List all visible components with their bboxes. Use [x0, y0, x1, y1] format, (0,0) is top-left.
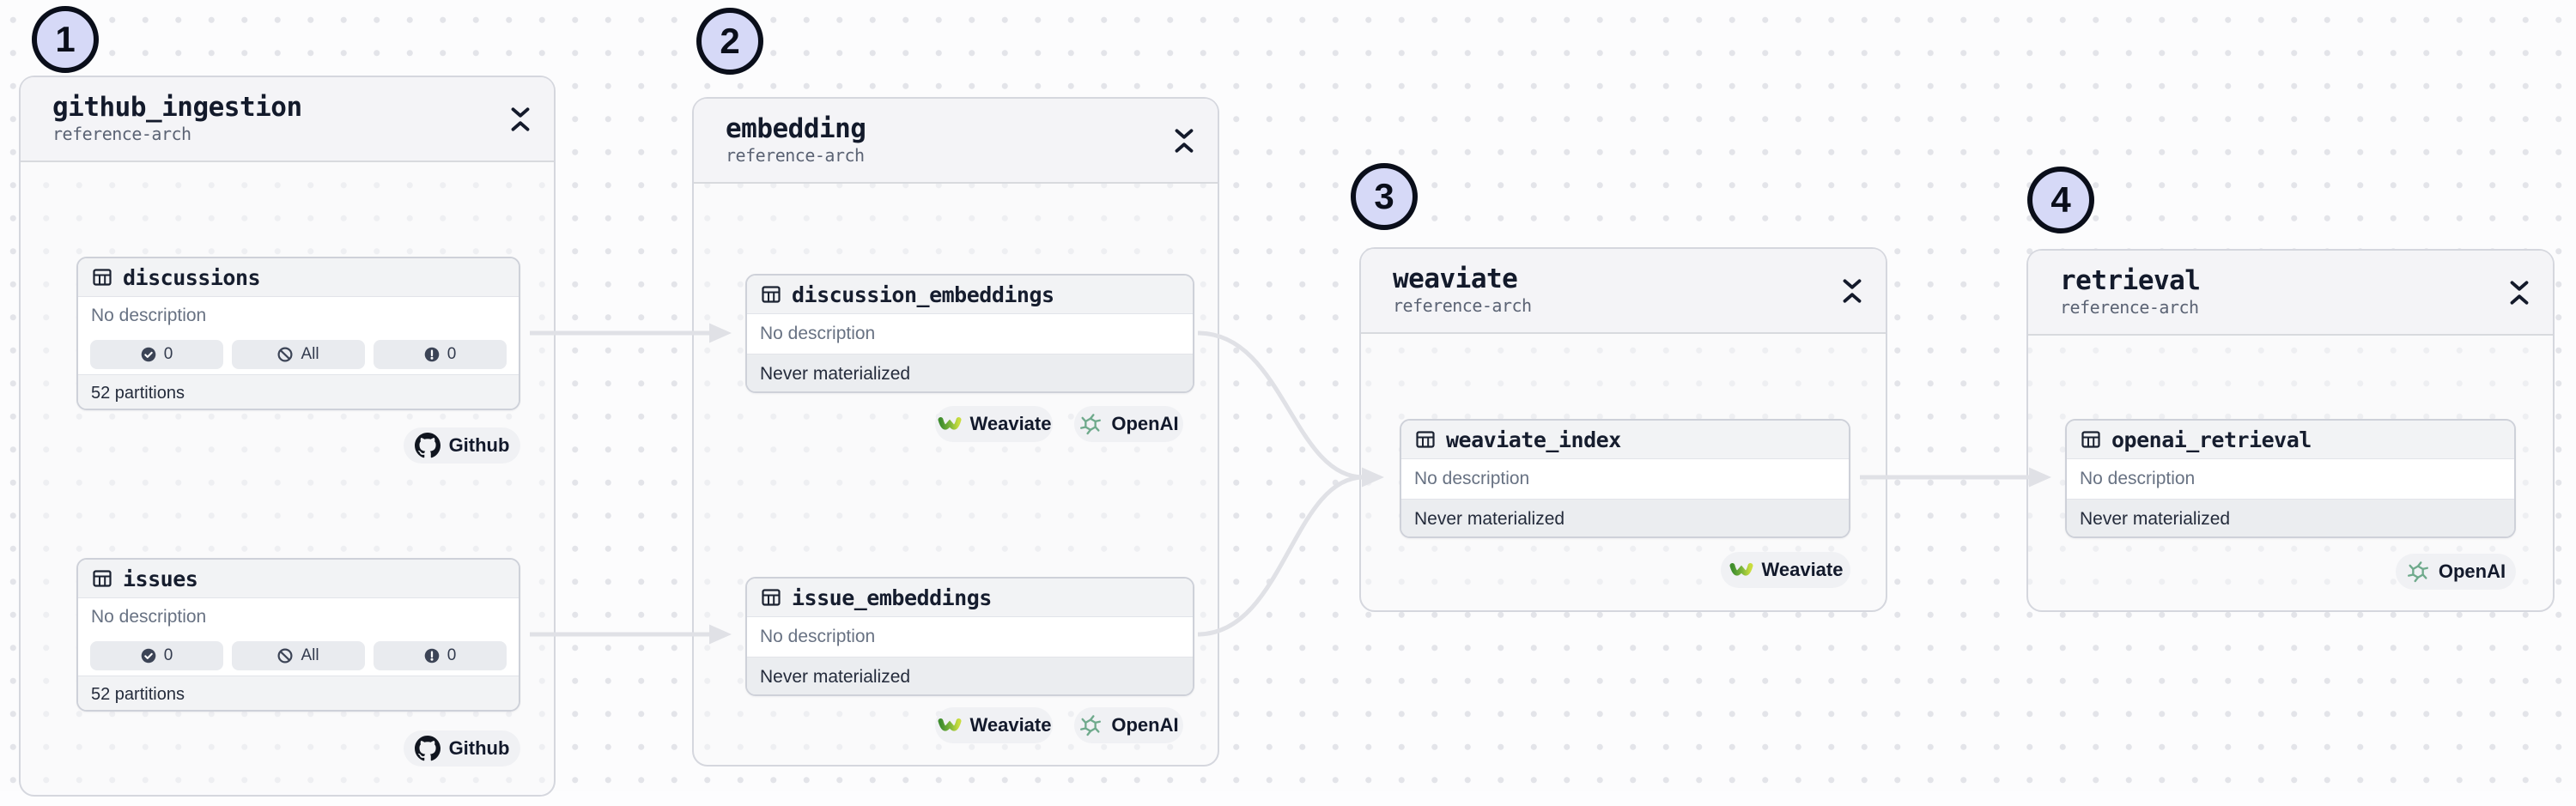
partitions-count: 52 partitions: [78, 676, 519, 710]
asset-description: No description: [1401, 459, 1849, 499]
asset-node-openai-retrieval[interactable]: openai_retrieval No description Never ma…: [2065, 419, 2516, 538]
kind-tag-label: Github: [448, 737, 510, 759]
materialization-status: Never materialized: [747, 657, 1193, 694]
step-number: 3: [1374, 176, 1394, 216]
failed-count-pill[interactable]: 0: [374, 340, 507, 369]
asset-name: issue_embeddings: [792, 585, 992, 610]
asset-description: No description: [78, 297, 519, 335]
kind-tag-openai: OpenAI: [1074, 707, 1183, 743]
asset-description: No description: [2067, 459, 2514, 499]
pill-label: 0: [163, 646, 173, 664]
edge-issue-embeddings-to-weaviate-index: [1197, 475, 1364, 637]
kind-tag-label: OpenAI: [2438, 561, 2506, 582]
kind-tag-label: Weaviate: [1761, 559, 1844, 580]
kind-tag-label: Weaviate: [969, 714, 1052, 736]
materialized-count-pill[interactable]: 0: [90, 340, 223, 369]
asset-node-discussions[interactable]: discussions No description 0 All 0 52 pa…: [76, 257, 520, 410]
group-subtitle: reference-arch: [52, 124, 191, 144]
pill-label: All: [301, 646, 319, 664]
asset-group-embedding: embedding reference-arch discussion_embe…: [692, 97, 1219, 767]
kind-tag-label: Weaviate: [969, 413, 1052, 434]
step-badge-2: 2: [696, 8, 763, 75]
asset-name: discussions: [123, 264, 261, 290]
pill-label: All: [301, 345, 319, 363]
materialization-status: Never materialized: [747, 354, 1193, 391]
missing-partitions-pill[interactable]: All: [232, 340, 365, 369]
materialization-status: Never materialized: [1401, 499, 1849, 536]
group-title: weaviate: [1393, 264, 1518, 294]
missing-partitions-pill[interactable]: All: [232, 641, 365, 670]
asset-node-discussion-embeddings[interactable]: discussion_embeddings No description Nev…: [745, 274, 1194, 393]
arrowhead-icon: [2029, 467, 2051, 488]
arrowhead-icon: [709, 323, 732, 343]
asset-group-github-ingestion: github_ingestion reference-arch discussi…: [19, 76, 556, 797]
partitions-count: 52 partitions: [78, 374, 519, 409]
step-number: 2: [720, 21, 740, 61]
arrowhead-icon: [709, 624, 732, 645]
kind-tag-openai: OpenAI: [2396, 554, 2516, 590]
step-number: 4: [2050, 179, 2071, 220]
kind-tag-openai: OpenAI: [1074, 406, 1183, 442]
group-title: embedding: [726, 113, 866, 144]
asset-node-issues[interactable]: issues No description 0 All 0 52 partiti…: [76, 558, 520, 712]
group-subtitle: reference-arch: [2060, 297, 2199, 318]
materialized-count-pill[interactable]: 0: [90, 641, 223, 670]
asset-group-weaviate: weaviate reference-arch weaviate_index N…: [1359, 247, 1887, 612]
asset-name: issues: [123, 566, 198, 591]
asset-name: discussion_embeddings: [792, 282, 1054, 307]
canvas-bottom-margin: [0, 791, 2576, 806]
kind-tag-github: Github: [404, 427, 520, 464]
kind-tag-weaviate: Weaviate: [935, 406, 1053, 442]
asset-node-weaviate-index[interactable]: weaviate_index No description Never mate…: [1400, 419, 1850, 538]
asset-group-retrieval: retrieval reference-arch openai_retrieva…: [2026, 249, 2555, 612]
group-header-retrieval[interactable]: retrieval reference-arch: [2028, 251, 2553, 336]
asset-name: weaviate_index: [1446, 427, 1621, 452]
kind-tag-weaviate: Weaviate: [935, 707, 1053, 743]
kind-tag-label: OpenAI: [1111, 714, 1179, 736]
kind-tag-label: Github: [448, 434, 510, 456]
group-header-github-ingestion[interactable]: github_ingestion reference-arch: [21, 77, 554, 162]
group-subtitle: reference-arch: [1393, 295, 1532, 316]
group-title: github_ingestion: [52, 92, 302, 123]
pill-label: 0: [447, 646, 457, 664]
asset-name: openai_retrieval: [2111, 427, 2312, 452]
step-badge-3: 3: [1351, 163, 1418, 230]
step-badge-1: 1: [32, 6, 99, 73]
group-subtitle: reference-arch: [726, 145, 865, 166]
kind-tag-github: Github: [404, 730, 520, 767]
asset-node-issue-embeddings[interactable]: issue_embeddings No description Never ma…: [745, 577, 1194, 696]
pill-label: 0: [447, 345, 457, 363]
group-header-weaviate[interactable]: weaviate reference-arch: [1361, 249, 1886, 334]
step-number: 1: [55, 19, 76, 59]
kind-tag-label: OpenAI: [1111, 413, 1179, 434]
group-header-embedding[interactable]: embedding reference-arch: [694, 99, 1218, 184]
edge-discussion-embeddings-to-weaviate-index: [1197, 330, 1364, 480]
group-title: retrieval: [2060, 265, 2201, 296]
pill-label: 0: [163, 345, 173, 363]
step-badge-4: 4: [2027, 167, 2094, 233]
arrowhead-icon: [1362, 467, 1384, 488]
asset-description: No description: [747, 617, 1193, 657]
asset-description: No description: [747, 314, 1193, 354]
kind-tag-weaviate: Weaviate: [1721, 552, 1850, 588]
materialization-status: Never materialized: [2067, 499, 2514, 536]
failed-count-pill[interactable]: 0: [374, 641, 507, 670]
asset-description: No description: [78, 598, 519, 636]
